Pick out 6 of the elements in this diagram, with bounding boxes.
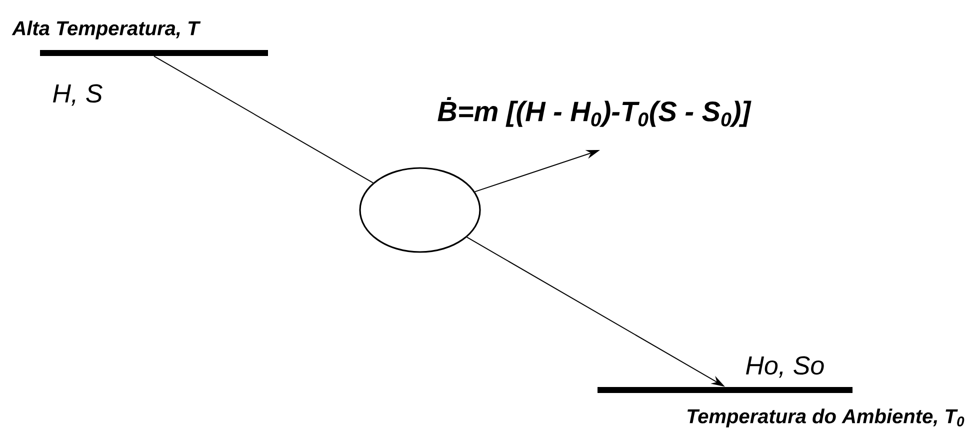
heading: Alta Temperatura, T	[12, 20, 201, 40]
circle	[359, 167, 481, 253]
heading: Temperatura do Ambiente, T$_{0}$	[688, 408, 964, 428]
formula: Ḃ=m [(H - H$_{0}$)-T$_{0}$(S - S$_{0}$)]	[438, 97, 752, 127]
property-label: H, S	[53, 84, 102, 106]
property-label: Ho, So	[746, 356, 824, 378]
